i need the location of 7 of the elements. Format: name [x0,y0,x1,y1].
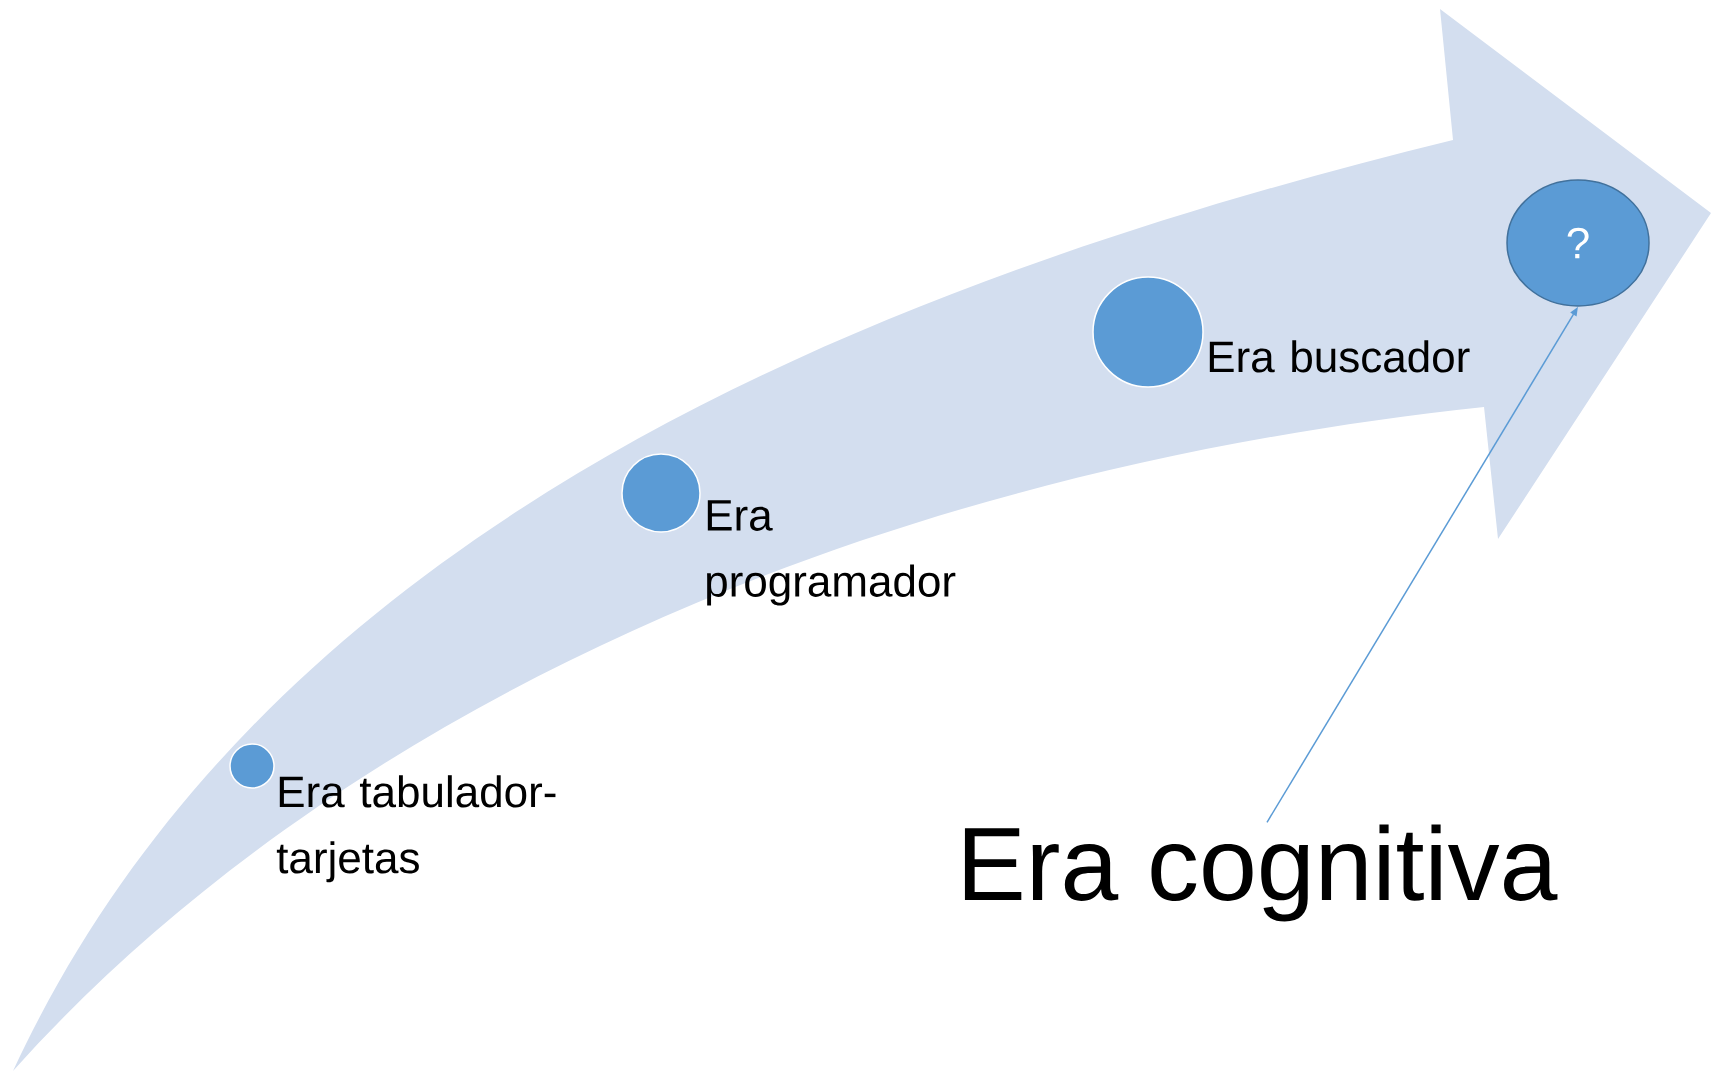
era-circle [621,453,701,533]
era-label: Era tabulador-tarjetas [276,775,556,883]
era-circle [229,743,275,789]
era-circle [1092,276,1204,388]
era-label: Era buscador [1209,340,1470,373]
era-label: Era programador [707,500,956,606]
title-text: Era cognitiva [964,824,1558,922]
